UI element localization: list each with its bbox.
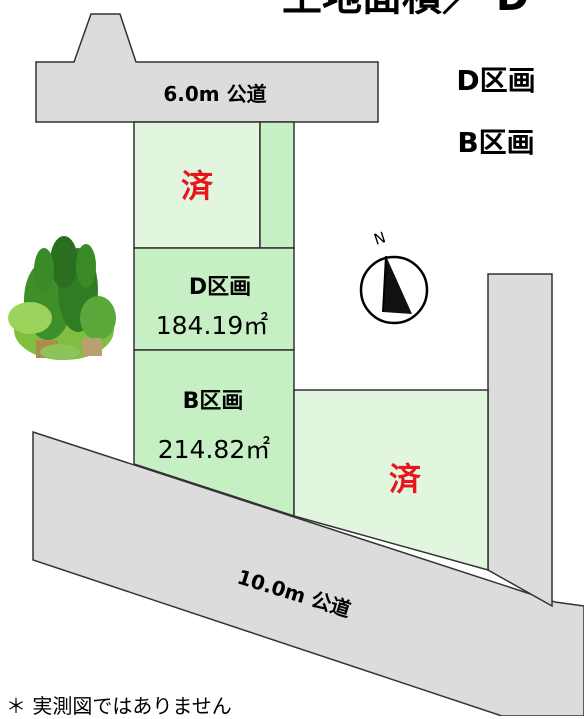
legend-lot-d: D区画 [456,64,535,97]
lot-d [133,247,295,351]
footnote: ＊ 実測図ではありません [6,694,232,718]
compass-label: N [372,228,388,249]
lot-b-area: 214.82㎡ [158,435,270,464]
north-road-label: 6.0m 公道 [163,82,266,106]
lot-access-strip [259,121,295,249]
lot-d-name: D区画 [189,275,251,300]
south-road [32,430,584,716]
header-title: 土地面積／ D [282,0,529,20]
plant-decoration-icon [8,236,116,360]
lot-b-name: B区画 [183,389,244,414]
lot-sold-east [293,389,489,571]
lot-d-area: 184.19㎡ [156,311,268,340]
east-road [487,273,553,608]
compass-north-arrow-icon: N [359,228,429,325]
lot-sold-east-label: 済 [389,460,422,498]
legend-lot-b: B区画 [457,126,534,159]
lot-sold-north-label: 済 [181,167,214,205]
